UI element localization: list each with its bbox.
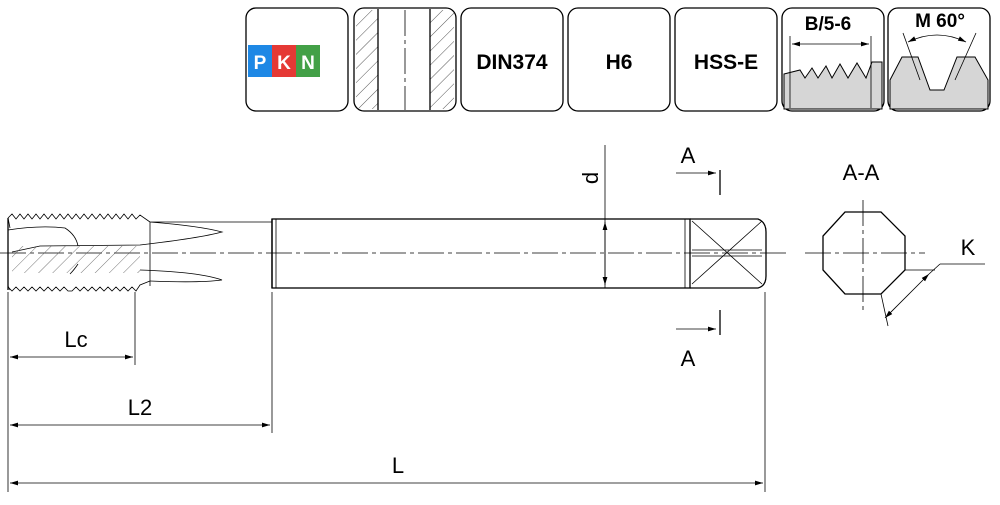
dim-d-label: d — [578, 172, 603, 184]
section-mark-bottom: A — [681, 346, 696, 371]
badge-standard: DIN374 — [460, 7, 564, 112]
length-dimensions: Lc L2 L — [7, 292, 766, 492]
material-p: P — [254, 53, 267, 74]
badge-chamfer-form: B/5-6 — [781, 7, 885, 112]
svg-text:H6: H6 — [606, 51, 633, 74]
tap-side-view: A A d — [0, 143, 790, 371]
material-k: K — [277, 53, 291, 74]
badge-through-hole-icon — [353, 7, 457, 112]
dim-lc-label: Lc — [64, 327, 87, 352]
dim-k-label: K — [961, 235, 976, 260]
section-a-a: A-A K — [805, 160, 985, 327]
section-title: A-A — [843, 160, 880, 185]
svg-text:HSS-E: HSS-E — [694, 51, 758, 74]
svg-text:M 60°: M 60° — [915, 11, 965, 32]
section-mark-top: A — [681, 143, 696, 168]
material-n: N — [301, 53, 315, 74]
svg-text:DIN374: DIN374 — [476, 51, 548, 74]
dim-l-label: L — [392, 453, 404, 478]
badge-material-groups: P K N — [245, 7, 349, 112]
badge-thread-profile: M 60° — [887, 7, 991, 112]
badge-tool-material: HSS-E — [674, 7, 778, 112]
badge-tolerance: H6 — [567, 7, 671, 112]
svg-text:B/5-6: B/5-6 — [805, 14, 851, 35]
dim-l2-label: L2 — [128, 395, 152, 420]
